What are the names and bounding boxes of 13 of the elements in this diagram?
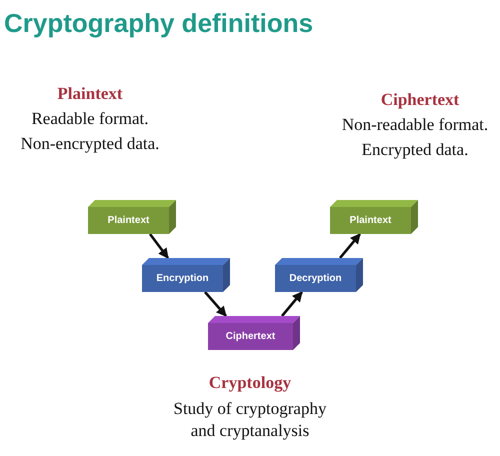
arrow [148,233,170,259]
definition-text: Non-readable format. [340,114,490,136]
title: Cryptography definitions [4,8,314,39]
heading: Cryptology [208,372,292,394]
definition-text: Non-encrypted data. [20,133,160,155]
arrow [339,233,361,259]
definition-text: Readable format. [30,108,150,130]
heading: Ciphertext [380,89,460,111]
arrow [204,291,227,317]
definition-text: Study of cryptography and cryptanalysis [172,398,328,442]
definition-text: Encrypted data. [360,139,470,161]
arrow [281,291,303,317]
heading: Plaintext [56,83,124,105]
